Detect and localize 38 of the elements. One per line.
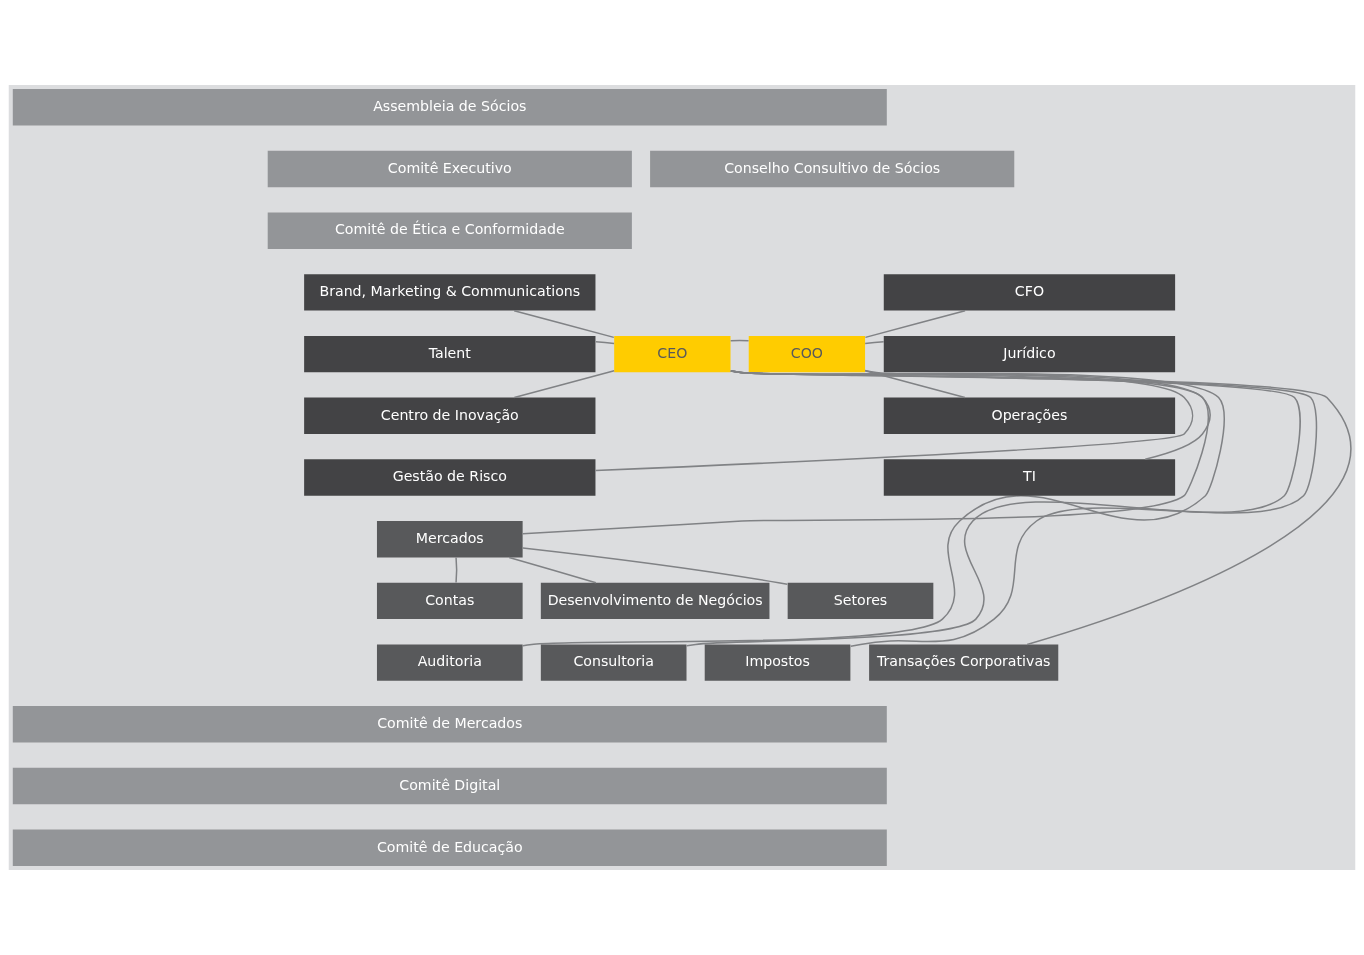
node-box: Comitê de Ética e Conformidade <box>267 212 632 249</box>
connector <box>508 556 597 584</box>
node-box: Transações Corporativas <box>869 644 1059 681</box>
node-box: Impostos <box>704 644 851 681</box>
connector <box>595 341 615 345</box>
connector <box>522 370 1225 647</box>
node-box: Comitê Executivo <box>267 150 632 188</box>
connector <box>864 309 966 339</box>
node-box: Assembleia de Sócios <box>12 89 887 126</box>
connector <box>864 340 885 345</box>
node-box: Centro de Inovação <box>304 397 596 434</box>
node-box: Comitê de Educação <box>12 829 887 866</box>
connector <box>594 370 1194 472</box>
connector <box>864 369 966 399</box>
node-box: Setores <box>787 582 934 620</box>
node-box: Gestão de Risco <box>304 459 596 496</box>
node-box: Brand, Marketing & Communications <box>304 274 596 311</box>
connector <box>522 370 1209 535</box>
node-box: Desenvolvimento de Negócios <box>540 582 770 620</box>
connector <box>513 309 615 339</box>
node-box: TI <box>883 459 1176 496</box>
node-box: Contas <box>376 582 523 620</box>
node-box: Comitê de Mercados <box>12 706 887 743</box>
node-box: CEO <box>614 335 731 373</box>
connector <box>455 556 458 584</box>
node-box: COO <box>748 335 866 373</box>
node-box: Jurídico <box>883 335 1176 373</box>
node-box: CFO <box>883 274 1176 311</box>
node-box: Talent <box>304 335 596 373</box>
node-box: Mercados <box>376 521 523 558</box>
node-box: Consultoria <box>540 644 687 681</box>
connector <box>522 547 789 585</box>
node-box: Auditoria <box>376 644 523 681</box>
connector <box>513 369 615 399</box>
node-box: Conselho Consultivo de Sócios <box>650 150 1015 188</box>
node-box: Operações <box>883 397 1176 434</box>
connector <box>864 369 1212 460</box>
node-box: Comitê Digital <box>12 767 887 805</box>
